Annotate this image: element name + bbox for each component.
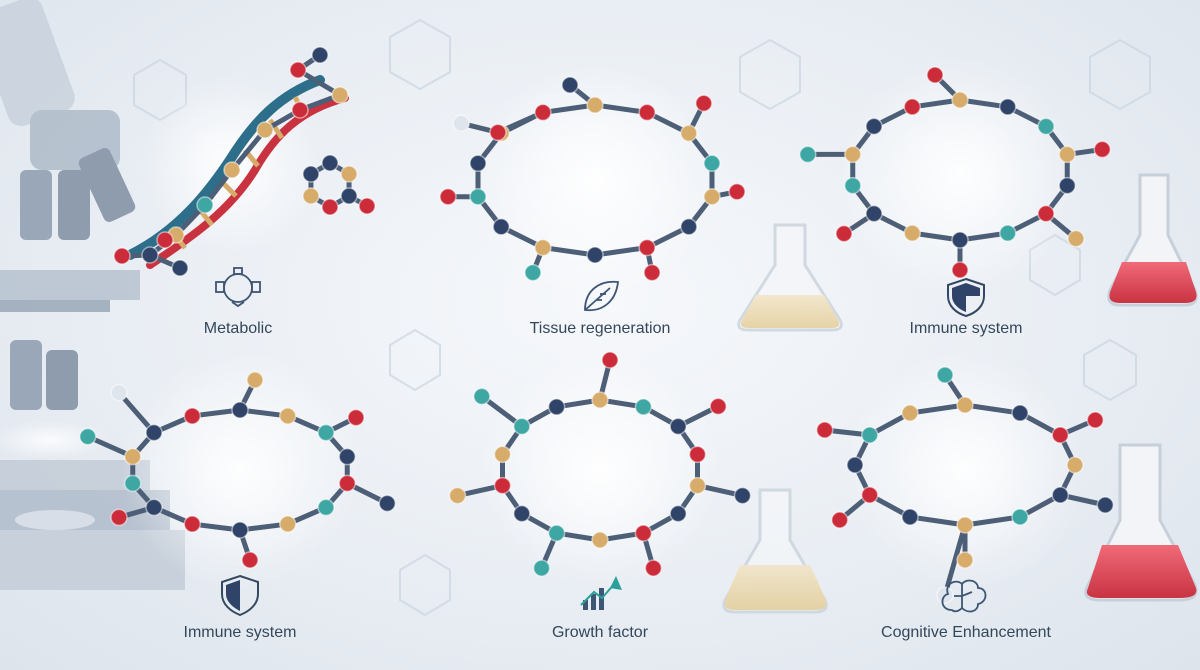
background-hexagons bbox=[133, 18, 1151, 617]
panel-label-cognitive-enhancement: Cognitive Enhancement bbox=[881, 624, 1051, 641]
growth-factor-molecule bbox=[448, 351, 752, 577]
dna-atoms bbox=[113, 46, 349, 277]
metabolic-cycle-icon bbox=[215, 267, 261, 308]
flask-top-right bbox=[1107, 173, 1198, 307]
growth-chart-icon bbox=[580, 576, 622, 610]
flask-bottom-center bbox=[722, 488, 828, 614]
shield-icon bbox=[947, 277, 985, 318]
shield-icon bbox=[221, 574, 259, 617]
glow-tissue bbox=[475, 60, 715, 300]
panel-label-metabolic: Metabolic bbox=[204, 320, 272, 337]
tissue-regeneration-molecule bbox=[439, 76, 746, 282]
glow-immune-bottom bbox=[120, 350, 360, 590]
panel-label-growth-factor: Growth factor bbox=[552, 624, 649, 641]
panel-label-tissue-regeneration: Tissue regeneration bbox=[530, 320, 671, 337]
molecule-layer bbox=[79, 46, 1115, 604]
panel-label-immune-system-bottom: Immune system bbox=[184, 624, 297, 641]
flask-bottom-right bbox=[1084, 443, 1198, 602]
brain-icon bbox=[941, 579, 987, 613]
immune-system-bottom-molecule bbox=[79, 371, 396, 569]
glow-growth bbox=[480, 350, 720, 590]
flask-top-center bbox=[737, 223, 843, 332]
small-ring-molecule bbox=[302, 154, 376, 216]
leaf-icon bbox=[584, 280, 619, 312]
panel-label-immune-system-top: Immune system bbox=[910, 320, 1023, 337]
immune-system-top-molecule bbox=[799, 66, 1111, 279]
